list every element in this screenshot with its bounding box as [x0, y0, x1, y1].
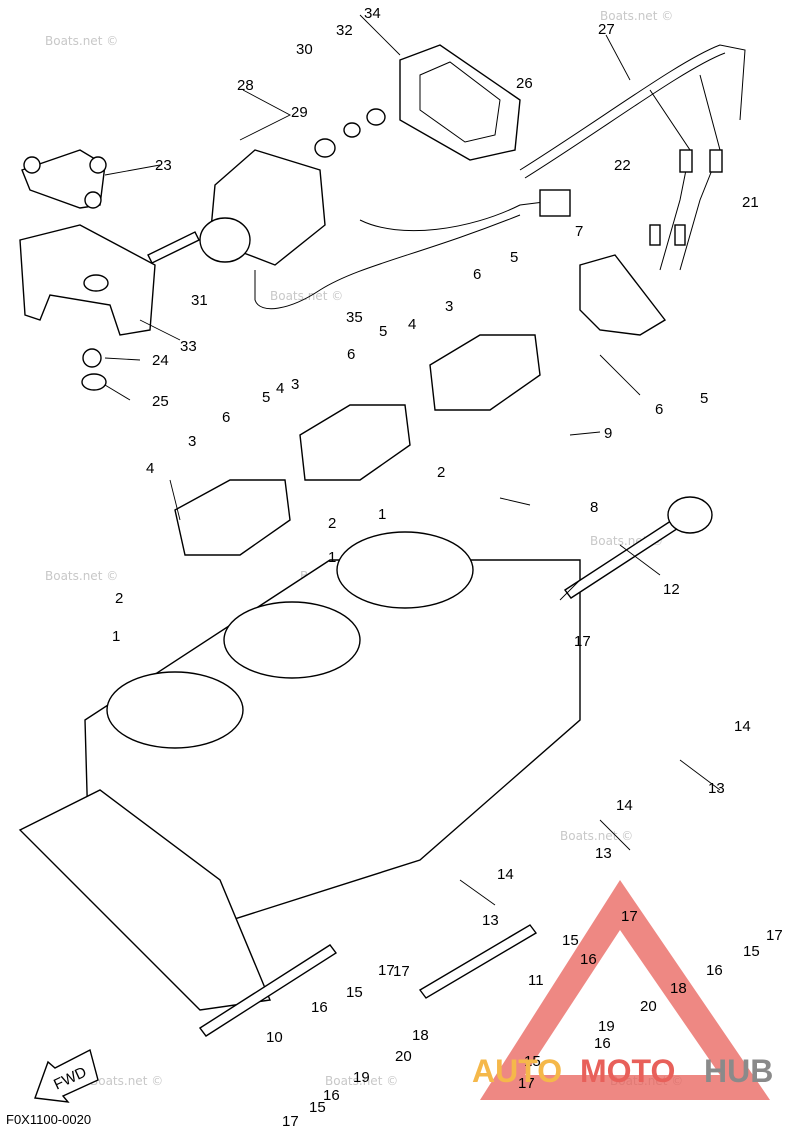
callout-number: 8	[590, 499, 598, 516]
watermark: Boats.net ©	[45, 569, 118, 583]
leader-lines	[104, 14, 721, 906]
callout-number: 13	[595, 845, 612, 862]
callout-number: 19	[353, 1069, 370, 1086]
callout-number: 3	[445, 298, 453, 315]
callout-number: 28	[237, 77, 254, 94]
callout-number: 17	[766, 927, 783, 944]
diagram-code: F0X1100-0020	[6, 1112, 92, 1127]
callout-number: 25	[152, 393, 169, 410]
callout-number: 6	[473, 266, 481, 283]
callout-number: 5	[510, 249, 518, 266]
callout-number: 12	[663, 581, 680, 598]
watermark: Boats.net ©	[270, 289, 343, 303]
watermark: Boats.net ©	[45, 34, 118, 48]
logo-text-hub: HUB	[704, 1053, 773, 1089]
callout-number: 4	[408, 316, 416, 333]
watermark: Boats.net ©	[600, 9, 673, 23]
logo-triangle	[480, 880, 770, 1100]
callout-number: 19	[598, 1018, 615, 1035]
callout-number: 11	[528, 972, 544, 989]
callout-number: 34	[364, 5, 381, 22]
callout-number: 13	[708, 780, 725, 797]
callout-number: 15	[562, 932, 579, 949]
watermark: Boats.net ©	[325, 1074, 398, 1088]
callout-number: 5	[700, 390, 708, 407]
control-module	[399, 44, 521, 161]
callout-number: 14	[497, 866, 514, 883]
logo-text: AUTO MOTO HUB	[472, 1053, 773, 1089]
callout-number: 20	[395, 1048, 412, 1065]
callout-number: 5	[379, 323, 387, 340]
callout-number: 18	[412, 1027, 429, 1044]
callout-number: 10	[266, 1029, 283, 1046]
bracket	[19, 149, 156, 391]
callout-number: 26	[516, 75, 533, 92]
fwd-arrow: FWD	[34, 1048, 99, 1103]
callout-number: 4	[276, 380, 284, 397]
callout-number: 20	[640, 998, 657, 1015]
callout-number: 16	[323, 1087, 340, 1104]
logo	[480, 880, 770, 1100]
callout-number: 1	[328, 549, 336, 566]
callout-number: 7	[575, 223, 583, 240]
callout-number: 17	[378, 962, 395, 979]
callout-number: 2	[328, 515, 336, 532]
logo-text-auto: AUTO	[472, 1053, 562, 1089]
callout-number: 17	[621, 908, 638, 925]
callout-number: 17	[282, 1113, 299, 1130]
cylinder-block	[18, 531, 581, 1011]
callout-number: 14	[616, 797, 633, 814]
callout-number: 27	[598, 21, 615, 38]
callout-number: 6	[655, 401, 663, 418]
callout-number: 17	[518, 1075, 535, 1092]
callout-number: 15	[743, 943, 760, 960]
cable-assembly	[254, 44, 746, 310]
callout-number: 16	[706, 962, 723, 979]
callout-number: 6	[347, 346, 355, 363]
callout-number: 23	[155, 157, 172, 174]
callout-number: 24	[152, 352, 169, 369]
callout-number: 6	[222, 409, 230, 426]
callout-number: 15	[309, 1099, 326, 1116]
callout-number: 16	[594, 1035, 611, 1052]
callout-number: 13	[482, 912, 499, 929]
shafts	[198, 496, 713, 1037]
callout-number: 17	[574, 633, 591, 650]
callout-layer: 1112223334445555666678910111213131314141…	[112, 5, 783, 1130]
callout-number: 22	[614, 157, 631, 174]
callout-number: 3	[188, 433, 196, 450]
callout-number: 31	[191, 292, 208, 309]
valve-covers	[174, 254, 667, 556]
callout-number: 9	[604, 425, 612, 442]
callout-number: 35	[346, 309, 363, 326]
callout-number: 3	[291, 376, 299, 393]
callout-number: 1	[112, 628, 120, 645]
callout-number: 33	[180, 338, 197, 355]
actuator	[147, 108, 386, 266]
callout-number: 32	[336, 22, 353, 39]
watermark: Boats.net ©	[90, 1074, 163, 1088]
callout-number: 16	[311, 999, 328, 1016]
callout-number: 4	[146, 460, 154, 477]
callout-number: 15	[524, 1053, 541, 1070]
callout-number: 18	[670, 980, 687, 997]
callout-number: 30	[296, 41, 313, 58]
callout-number: 15	[346, 984, 363, 1001]
callout-number: 21	[742, 194, 759, 211]
callout-number: 5	[262, 389, 270, 406]
callout-number: 14	[734, 718, 751, 735]
watermark: Boats.net ©	[560, 829, 633, 843]
logo-text-moto: MOTO	[580, 1053, 675, 1089]
callout-number: 1	[378, 506, 386, 523]
callout-number: 17	[393, 963, 410, 980]
callout-number: 29	[291, 104, 308, 121]
callout-number: 16	[580, 951, 597, 968]
callout-number: 2	[115, 590, 123, 607]
callout-number: 2	[437, 464, 445, 481]
